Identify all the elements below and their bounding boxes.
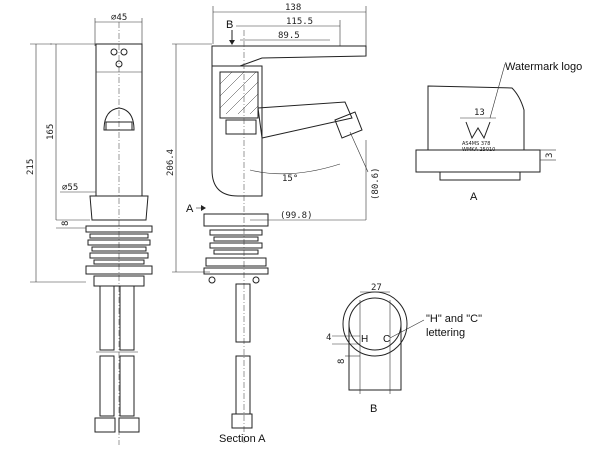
label-section-a: Section A xyxy=(219,433,266,445)
label-hc-2: lettering xyxy=(426,327,465,339)
detail-a-view: 13 AS4MS 378 WMKA 25010 Watermark logo 3… xyxy=(415,61,582,203)
hatch-cartridge xyxy=(219,71,259,115)
dim-3: 3 xyxy=(545,153,555,158)
dim-99: (99.8) xyxy=(280,211,313,221)
dim-55: ⌀55 xyxy=(62,183,78,193)
label-a-detail: A xyxy=(470,191,478,203)
letter-c: C xyxy=(383,334,390,345)
dim-13: 13 xyxy=(474,108,485,118)
dim-8: 8 xyxy=(61,221,71,226)
label-watermark: Watermark logo xyxy=(505,61,582,73)
dim-15deg: 15° xyxy=(282,174,298,184)
detail-b-view: 27 H C 4 8 "H" and "C" lettering B xyxy=(326,283,482,415)
section-view: 138 115.5 89.5 B 15° A xyxy=(166,3,381,445)
dim-45: ⌀45 xyxy=(111,13,127,23)
dim-4: 4 xyxy=(326,333,331,343)
dim-206: 206.4 xyxy=(166,149,176,176)
label-b-top: B xyxy=(226,19,233,31)
front-view: ⌀45 165 xyxy=(26,13,153,445)
section-thread-stack xyxy=(203,229,269,284)
dim-165: 165 xyxy=(46,124,56,140)
label-a-left: A xyxy=(186,203,194,215)
label-b-bottom: B xyxy=(370,403,377,415)
dim-8b: 8 xyxy=(337,359,347,364)
dim-138: 138 xyxy=(285,3,301,13)
logo-line-2: WMKA 25010 xyxy=(462,147,495,153)
dim-27: 27 xyxy=(371,283,382,293)
dim-80: (80.6) xyxy=(371,167,381,200)
logo-line-1: AS4MS 378 xyxy=(462,141,490,147)
label-hc-1: "H" and "C" xyxy=(426,313,482,325)
thread-stack xyxy=(85,225,153,287)
letter-h: H xyxy=(361,334,368,345)
dim-115: 115.5 xyxy=(286,17,313,27)
dim-215: 215 xyxy=(26,159,36,175)
dim-89: 89.5 xyxy=(278,31,300,41)
